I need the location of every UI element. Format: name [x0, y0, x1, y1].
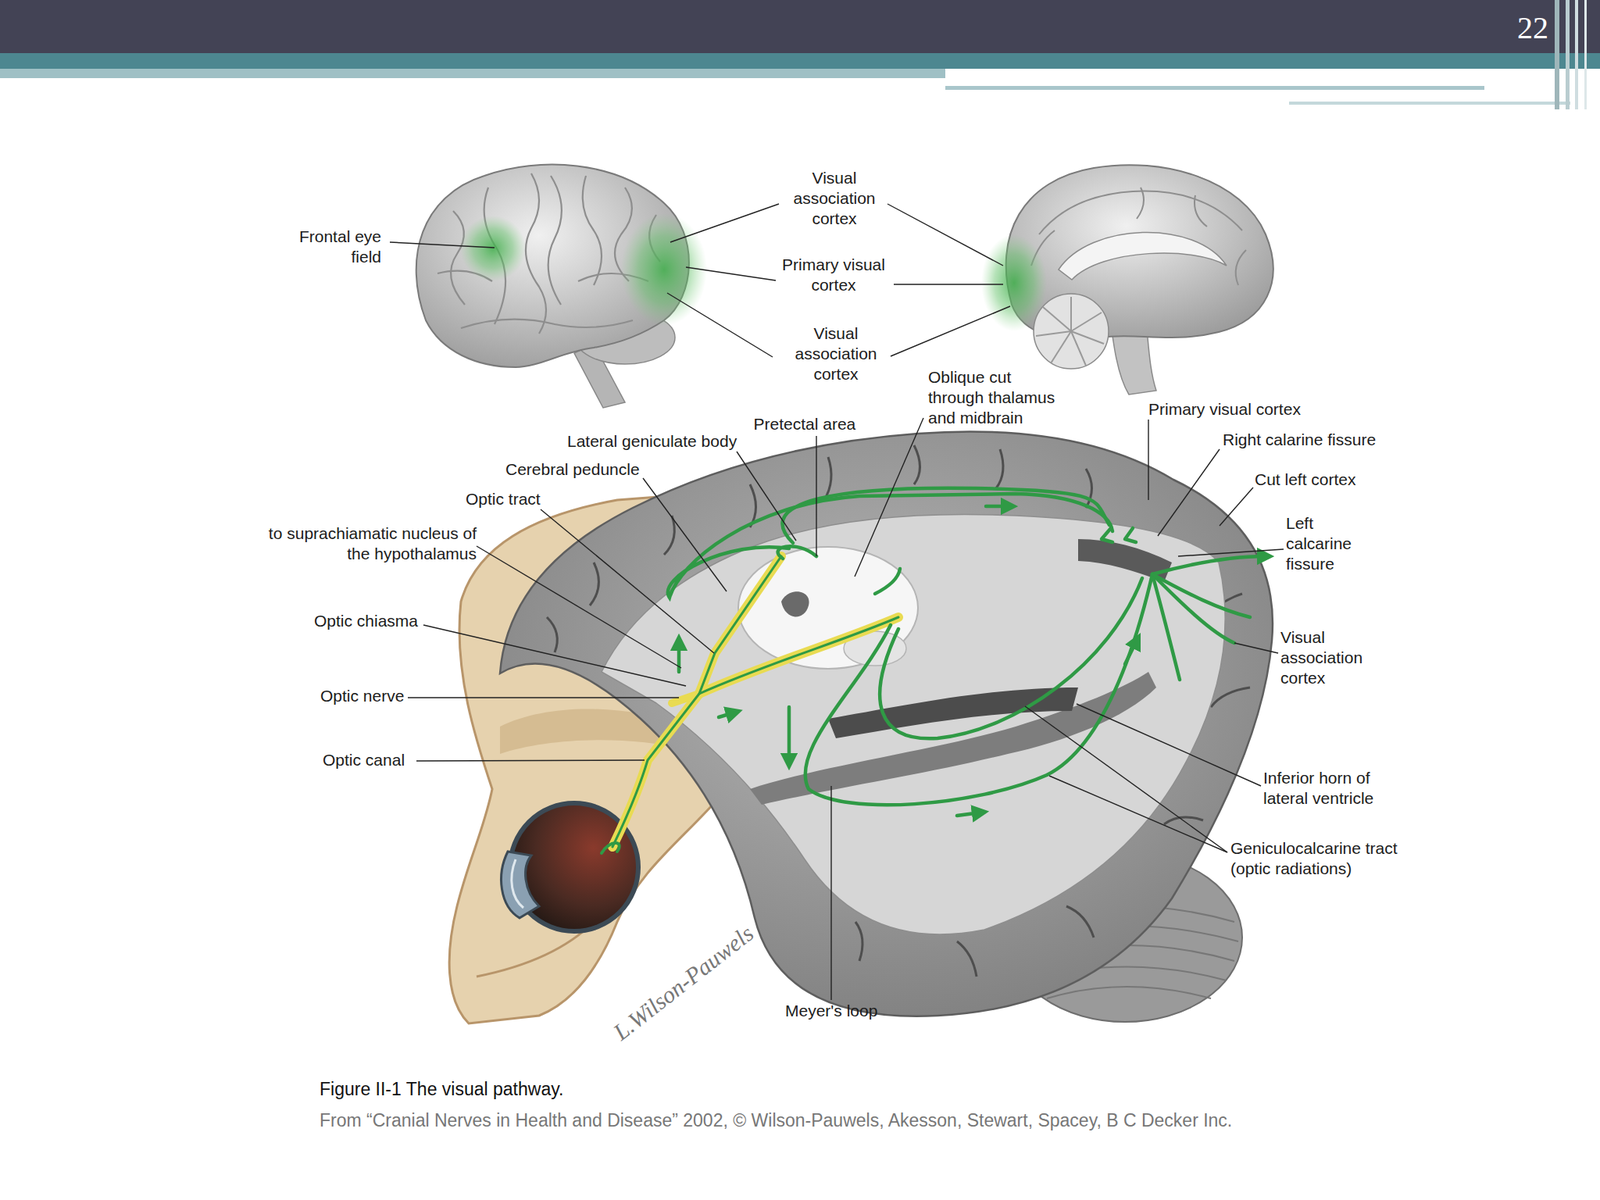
part-label: Pretectal area [753, 414, 857, 435]
optic-nerve-pathway [601, 556, 899, 854]
part-label: Cut left cortex [1254, 469, 1357, 490]
part-label: Visual association cortex [1280, 627, 1379, 689]
part-label: Meyer's loop [785, 1000, 878, 1022]
part-label: Left calcarine fissure [1285, 513, 1368, 575]
part-label: Right calarine fissure [1222, 429, 1376, 450]
part-label: Lateral geniculate body [567, 431, 737, 452]
slide-header [0, 0, 1600, 110]
optic-radiation [667, 488, 1266, 816]
part-label: Primary visual cortex [1148, 399, 1301, 420]
part-label: Oblique cut through thalamus and midbrai… [928, 367, 1069, 429]
part-label: Optic tract [465, 489, 541, 510]
cut-brain [500, 431, 1273, 1022]
leader-line [389, 203, 1284, 1000]
part-label: to suprachiamatic nucleus of the hypotha… [250, 523, 477, 565]
part-label: Primary visual cortex [779, 254, 888, 296]
part-label: Visual association cortex [781, 323, 891, 385]
figure-caption: Figure II-1 The visual pathway. [319, 1078, 564, 1100]
part-label: Geniculocalcarine tract (optic radiation… [1230, 838, 1422, 879]
part-label: Inferior horn of lateral ventricle [1263, 767, 1404, 809]
part-label: Optic nerve [320, 685, 404, 707]
source-credit: From “Cranial Nerves in Health and Disea… [319, 1110, 1233, 1131]
part-label: Optic canal [322, 750, 405, 771]
part-label: Frontal eye field [279, 226, 382, 268]
slide-number: 22 [1517, 10, 1549, 46]
artist-signature: L.Wilson-Pauwels [610, 922, 757, 1043]
part-label: Visual association cortex [779, 167, 890, 229]
part-label: Optic chiasma [314, 610, 418, 632]
eyeball [501, 803, 639, 932]
lateral-brain [416, 164, 708, 408]
part-label: Cerebral peduncle [505, 459, 640, 480]
medial-brain [981, 164, 1274, 395]
